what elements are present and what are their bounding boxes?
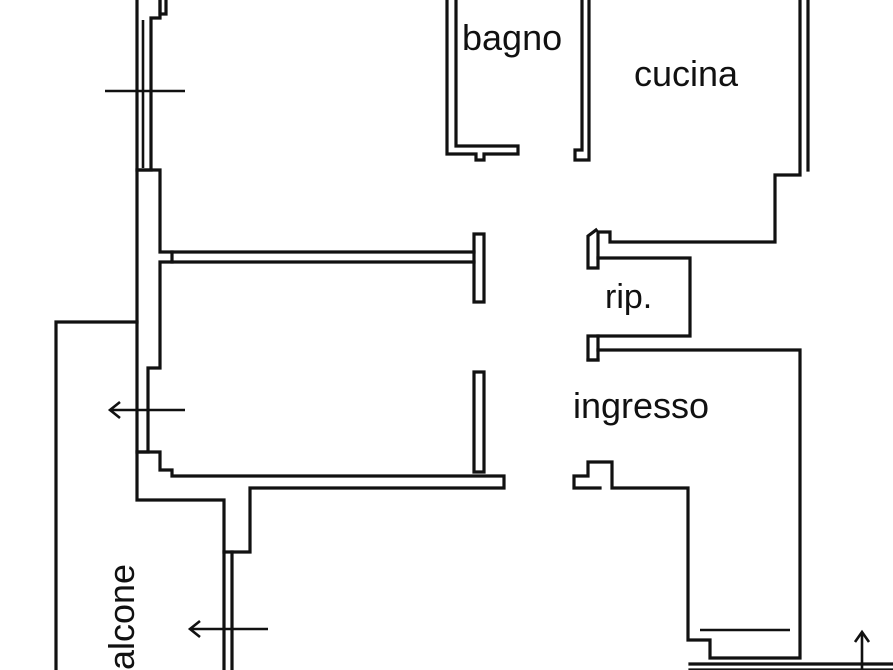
cucina-label: cucina xyxy=(634,53,739,94)
lower-partition-wall xyxy=(135,370,506,554)
window-arrow-middle xyxy=(107,400,185,420)
left-middle-wall xyxy=(135,168,486,454)
bagno-label: bagno xyxy=(462,17,562,58)
left-upper-wall xyxy=(135,0,168,172)
bathroom-walls xyxy=(445,0,591,162)
ingresso-label: ingresso xyxy=(573,385,709,426)
rip-label: rip. xyxy=(605,278,652,316)
left-lower-wall xyxy=(222,550,234,670)
balcony-outline xyxy=(54,320,139,670)
entrance-right-wall xyxy=(572,348,802,660)
exit-arrow-icon xyxy=(853,629,871,670)
balcone-label: alcone xyxy=(101,564,142,670)
kitchen-walls xyxy=(586,0,810,270)
bottom-right-wall xyxy=(688,662,893,670)
window-arrow-lower xyxy=(187,619,268,639)
